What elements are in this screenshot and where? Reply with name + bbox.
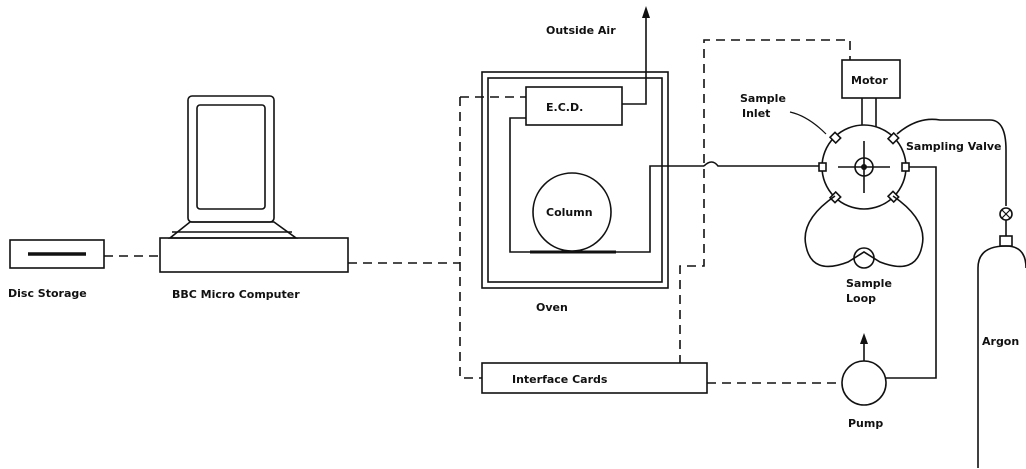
argon-cylinder <box>977 207 1026 468</box>
motor-box <box>841 59 901 99</box>
valve-port-upper-left <box>828 131 842 145</box>
outside-air-arrow-icon <box>642 6 650 18</box>
argon-label: Argon <box>982 335 1019 348</box>
argon-valve-mark-2 <box>1001 209 1011 219</box>
pump-label: Pump <box>848 417 883 430</box>
sample-loop-tube <box>804 195 924 268</box>
interface-motor-dashed <box>679 39 851 364</box>
oven-label: Oven <box>536 301 568 314</box>
column-coil <box>532 172 612 252</box>
bbc-micro-computer <box>159 95 349 273</box>
valve-port-lower-left <box>828 190 842 204</box>
argon-supply-line <box>896 118 1007 206</box>
argon-regulator <box>999 235 1013 247</box>
column-label: Column <box>546 206 593 219</box>
oven-outer-wall <box>481 71 669 289</box>
interface-cards-box <box>481 362 708 394</box>
keyboard-top <box>167 221 299 239</box>
outside-air-label: Outside Air <box>546 24 616 37</box>
argon-cylinder-body <box>977 245 1026 468</box>
ecd-outlet-line <box>622 12 647 105</box>
sampling-valve <box>818 124 910 210</box>
computer-base <box>159 237 349 273</box>
monitor-case <box>187 95 275 223</box>
pump-outlet-arrow-icon <box>860 333 868 344</box>
disc-storage-label: Disc Storage <box>8 287 87 300</box>
sample-loop-label-line1: Sample <box>846 277 892 290</box>
oven-inner-wall <box>487 77 663 283</box>
disc-storage-unit <box>9 239 105 269</box>
motor-label: Motor <box>851 74 888 87</box>
column-to-valve-line <box>703 161 824 167</box>
sample-loop-label-line2: Loop <box>846 292 876 305</box>
valve-port-upper-right <box>886 131 900 145</box>
sample-inlet-label-line1: Sample <box>740 92 786 105</box>
valve-pump-line <box>886 166 937 379</box>
oven-interface-dashed-left <box>459 97 482 379</box>
valve-port-right <box>901 162 910 172</box>
disc-storage-box <box>9 239 105 269</box>
sample-inlet-label-line2: Inlet <box>742 107 770 120</box>
valve-port-left <box>818 162 827 172</box>
oven <box>481 71 669 289</box>
ecd-detector <box>525 86 623 126</box>
sample-inlet-pointer <box>789 111 827 135</box>
monitor-screen <box>196 104 266 210</box>
pump-body <box>841 360 887 406</box>
sample-loop-bulb <box>853 247 875 269</box>
bbc-micro-label: BBC Micro Computer <box>172 288 300 301</box>
ecd-label: E.C.D. <box>546 101 583 114</box>
interface-cards-label: Interface Cards <box>512 373 608 386</box>
sampling-valve-label: Sampling Valve <box>906 140 1002 153</box>
